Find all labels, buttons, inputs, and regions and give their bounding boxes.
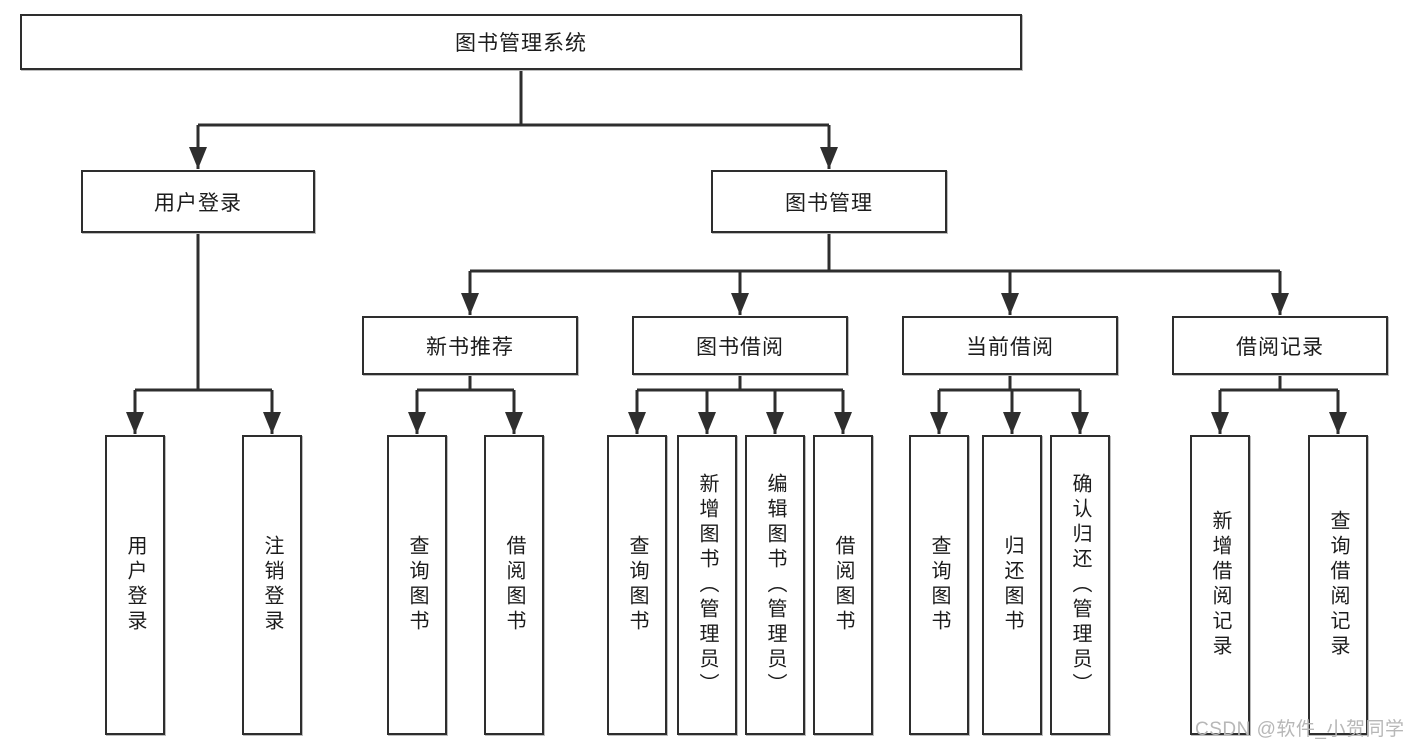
node-l-borrow1[interactable]: 借阅图书	[484, 435, 544, 735]
node-bookmgmt[interactable]: 图书管理	[711, 170, 947, 233]
node-label: 确认归还（管理员）	[1069, 472, 1091, 698]
node-label: 注销登录	[261, 535, 283, 635]
connector-arrowhead	[766, 412, 784, 434]
node-l-confirm[interactable]: 确认归还（管理员）	[1050, 435, 1110, 735]
connector-arrowhead	[1329, 412, 1347, 434]
connector-arrowhead	[263, 412, 281, 434]
node-borrow[interactable]: 图书借阅	[632, 316, 848, 375]
node-label: 用户登录	[154, 191, 242, 215]
node-label: 编辑图书（管理员）	[764, 472, 786, 698]
node-label: 归还图书	[1001, 535, 1023, 635]
node-l-add[interactable]: 新增图书（管理员）	[677, 435, 737, 735]
connector-arrowhead	[834, 412, 852, 434]
node-label: 新增图书（管理员）	[696, 472, 718, 698]
connector-arrowhead	[1001, 293, 1019, 315]
node-l-addrec[interactable]: 新增借阅记录	[1190, 435, 1250, 735]
node-label: 查询图书	[626, 535, 648, 635]
node-root[interactable]: 图书管理系统	[20, 14, 1022, 70]
node-label: 借阅图书	[503, 535, 525, 635]
node-label: 新增借阅记录	[1209, 510, 1231, 660]
node-records[interactable]: 借阅记录	[1172, 316, 1388, 375]
node-label: 查询图书	[406, 535, 428, 635]
node-label: 当前借阅	[966, 335, 1054, 359]
node-l-query1[interactable]: 查询图书	[387, 435, 447, 735]
node-label: 查询借阅记录	[1327, 510, 1349, 660]
watermark-text: CSDN @软件_小贺同学	[1195, 719, 1405, 740]
connector-arrowhead	[126, 412, 144, 434]
node-l-logout[interactable]: 注销登录	[242, 435, 302, 735]
node-label: 用户登录	[124, 535, 146, 635]
node-newbook[interactable]: 新书推荐	[362, 316, 578, 375]
connector-arrowhead	[1271, 293, 1289, 315]
connector-arrowhead	[1071, 412, 1089, 434]
node-label: 图书借阅	[696, 335, 784, 359]
connector-arrowhead	[1211, 412, 1229, 434]
connector-arrowhead	[698, 412, 716, 434]
connector-arrowhead	[820, 147, 838, 169]
connector-arrowhead	[505, 412, 523, 434]
node-label: 借阅记录	[1236, 335, 1324, 359]
node-current[interactable]: 当前借阅	[902, 316, 1118, 375]
node-label: 借阅图书	[832, 535, 854, 635]
node-label: 新书推荐	[426, 335, 514, 359]
node-label: 图书管理	[785, 191, 873, 215]
node-l-edit[interactable]: 编辑图书（管理员）	[745, 435, 805, 735]
node-l-queryrec[interactable]: 查询借阅记录	[1308, 435, 1368, 735]
connector-arrowhead	[461, 293, 479, 315]
connector-arrowhead	[408, 412, 426, 434]
node-l-query2[interactable]: 查询图书	[607, 435, 667, 735]
node-l-borrow2[interactable]: 借阅图书	[813, 435, 873, 735]
node-l-query3[interactable]: 查询图书	[909, 435, 969, 735]
connector-arrowhead	[628, 412, 646, 434]
connector-arrowhead	[189, 147, 207, 169]
node-l-login[interactable]: 用户登录	[105, 435, 165, 735]
node-label: 查询图书	[928, 535, 950, 635]
connector-arrowhead	[930, 412, 948, 434]
node-l-return[interactable]: 归还图书	[982, 435, 1042, 735]
connector-arrowhead	[731, 293, 749, 315]
node-login[interactable]: 用户登录	[81, 170, 315, 233]
node-label: 图书管理系统	[455, 32, 587, 55]
connector-arrowhead	[1003, 412, 1021, 434]
